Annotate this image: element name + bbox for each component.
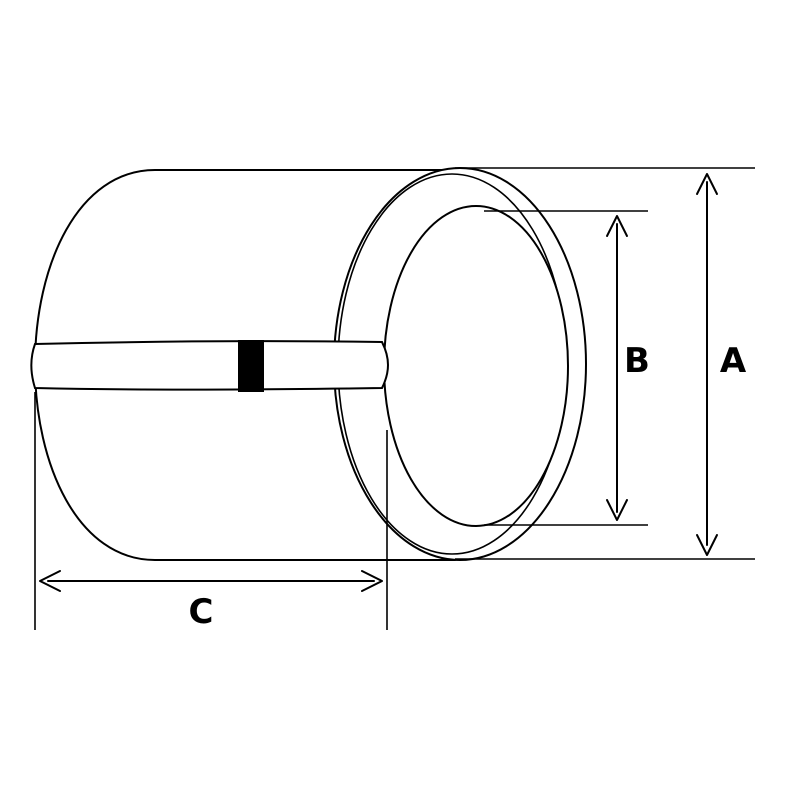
dimension-b-arrow-bottom [606,499,628,521]
dimension-c-arrow-left [39,570,61,592]
band-marker [238,340,264,392]
inner-bore [383,205,569,527]
dimension-a-arrow-bottom [696,534,718,556]
dimension-b-label: B [624,341,650,381]
wrap-band [30,340,389,391]
dimension-c-label: C [189,592,214,632]
dimension-b-arrow-top [606,215,628,237]
dimension-a-label: A [720,341,747,381]
dimension-a-arrow-top [696,173,718,195]
dimension-c-arrow-right [361,570,383,592]
